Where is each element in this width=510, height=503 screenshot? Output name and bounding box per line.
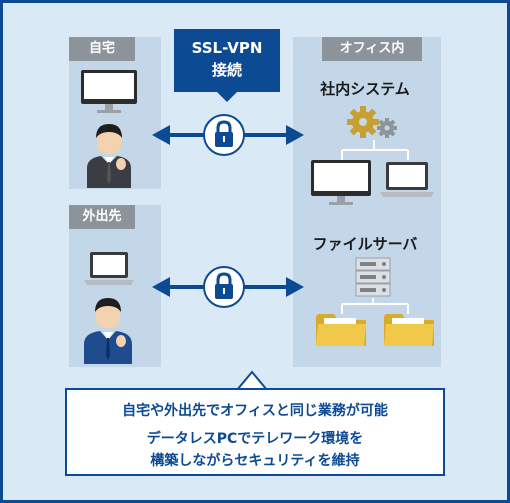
outside-tag: 外出先: [69, 205, 135, 229]
home-tag: 自宅: [69, 37, 135, 61]
gears-icon: [347, 106, 397, 138]
ssl-vpn-box: SSL-VPN 接続: [174, 29, 280, 92]
message-line-1: 自宅や外出先でオフィスと同じ業務が可能: [122, 403, 388, 419]
folder-icon: [316, 314, 366, 346]
internal-system-label: 社内システム: [320, 80, 410, 98]
message-line-3: 構築しながらセキュリティを維持: [150, 453, 360, 469]
message-line-2: データレスPCでテレワーク環境を: [146, 431, 364, 447]
office-tag: オフィス内: [322, 37, 422, 61]
lock-icon: [203, 266, 245, 308]
lock-icon: [203, 114, 245, 156]
person-icon: [87, 124, 131, 188]
vpn-title: SSL-VPN: [191, 39, 263, 57]
connector-lines: [341, 298, 409, 314]
bubble-pointer: [236, 370, 268, 391]
laptop-icon: [84, 252, 134, 285]
folder-icon: [384, 314, 434, 346]
vpn-pointer: [217, 92, 237, 102]
message-bubble: 自宅や外出先でオフィスと同じ業務が可能 データレスPCでテレワーク環境を 構築し…: [65, 388, 445, 476]
connector-lines: [341, 140, 409, 160]
file-server-label: ファイルサーバ: [312, 235, 418, 253]
laptop-icon: [380, 162, 434, 197]
vpn-subtitle: 接続: [211, 61, 242, 79]
monitor-icon: [81, 70, 137, 113]
monitor-icon: [311, 160, 371, 205]
person-icon: [84, 298, 132, 364]
office-panel: [293, 37, 441, 367]
server-icon: [355, 257, 391, 297]
